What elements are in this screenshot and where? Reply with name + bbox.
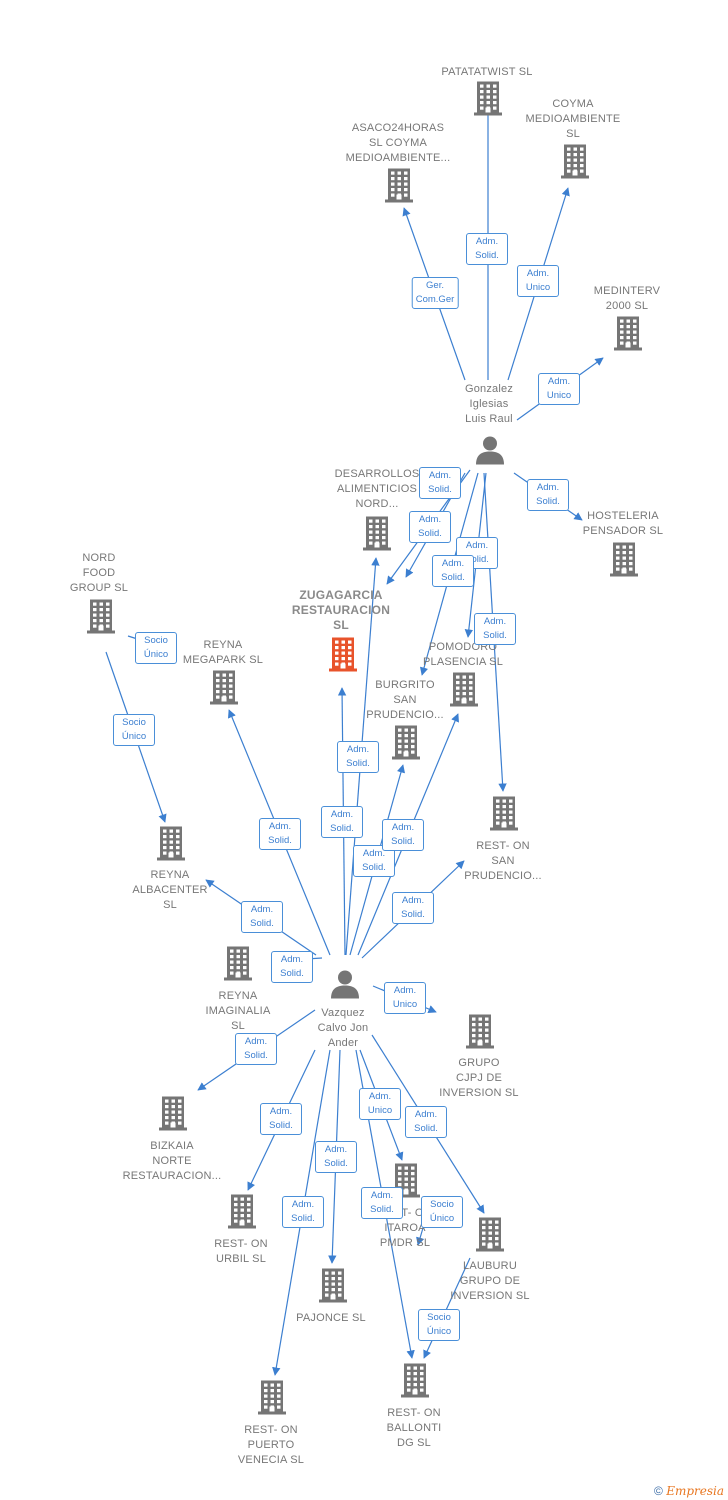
- edge-role-badge[interactable]: Adm. Solid.: [260, 1103, 302, 1135]
- company-label-asaco[interactable]: ASACO24HORAS SL COYMA MEDIOAMBIENTE...: [345, 122, 451, 164]
- building-icon[interactable]: [210, 670, 238, 710]
- building-icon[interactable]: [466, 1014, 494, 1054]
- building-icon[interactable]: [363, 516, 391, 556]
- edge-role-badge[interactable]: Socio Único: [421, 1196, 463, 1228]
- edge-role-badge[interactable]: Adm. Unico: [359, 1088, 401, 1120]
- edge-lauburu-to-restonballonti: [423, 1257, 471, 1359]
- person-icon[interactable]: [475, 435, 505, 470]
- edge-role-badge[interactable]: Adm. Solid.: [382, 819, 424, 851]
- edge-role-badge[interactable]: Ger. Com.Ger: [411, 277, 459, 309]
- brand-logo[interactable]: Empresia: [666, 1484, 724, 1498]
- company-label-coyma[interactable]: COYMA MEDIOAMBIENTE SL: [525, 98, 621, 140]
- company-label-desarrollos[interactable]: DESARROLLOS ALIMENTICIOS NORD...: [334, 468, 420, 510]
- company-label-burgrito[interactable]: BURGRITO SAN PRUDENCIO...: [366, 679, 444, 721]
- person-label-gonzalez[interactable]: Gonzalez Iglesias Luis Raul: [464, 383, 514, 425]
- building-icon[interactable]: [401, 1363, 429, 1403]
- company-label-reynaalbacenter[interactable]: REYNA ALBACENTER SL: [132, 869, 208, 911]
- building-icon[interactable]: [450, 672, 478, 712]
- edge-role-badge[interactable]: Adm. Unico: [384, 982, 426, 1014]
- edge-role-badge[interactable]: Adm. Solid.: [474, 613, 516, 645]
- building-icon[interactable]: [474, 81, 502, 121]
- edge-role-badge[interactable]: Socio Único: [418, 1309, 460, 1341]
- copyright-symbol: ©: [654, 1484, 663, 1498]
- edge-role-badge[interactable]: Adm. Solid.: [241, 901, 283, 933]
- building-icon[interactable]: [329, 637, 357, 677]
- building-icon[interactable]: [561, 144, 589, 184]
- company-label-hosteleria[interactable]: HOSTELERIA PENSADOR SL: [582, 510, 664, 537]
- company-label-restonsan[interactable]: REST- ON SAN PRUDENCIO...: [464, 840, 542, 882]
- building-icon[interactable]: [159, 1096, 187, 1136]
- edge-role-badge[interactable]: Socio Único: [113, 714, 155, 746]
- building-icon[interactable]: [490, 796, 518, 836]
- building-icon[interactable]: [224, 946, 252, 986]
- edge-role-badge[interactable]: Adm. Solid.: [353, 845, 395, 877]
- company-label-reynaimaginalia[interactable]: REYNA IMAGINALIA SL: [205, 990, 271, 1032]
- edge-role-badge[interactable]: Adm. Solid.: [259, 818, 301, 850]
- building-icon[interactable]: [476, 1217, 504, 1257]
- edge-role-badge[interactable]: Adm. Unico: [538, 373, 580, 405]
- building-icon[interactable]: [610, 542, 638, 582]
- building-icon[interactable]: [319, 1268, 347, 1308]
- edge-role-badge[interactable]: Adm. Solid.: [321, 806, 363, 838]
- building-icon[interactable]: [228, 1194, 256, 1234]
- company-label-restonballonti[interactable]: REST- ON BALLONTI DG SL: [386, 1407, 442, 1449]
- edge-role-badge[interactable]: Adm. Solid.: [282, 1196, 324, 1228]
- company-label-bizkaia[interactable]: BIZKAIA NORTE RESTAURACION...: [122, 1140, 222, 1182]
- edge-role-badge[interactable]: Adm. Solid.: [527, 479, 569, 511]
- edge-role-badge[interactable]: Adm. Solid.: [337, 741, 379, 773]
- person-icon[interactable]: [330, 969, 360, 1004]
- edge-role-badge[interactable]: Adm. Solid.: [419, 467, 461, 499]
- edge-role-badge[interactable]: Adm. Unico: [517, 265, 559, 297]
- edge-role-badge[interactable]: Adm. Solid.: [235, 1033, 277, 1065]
- company-label-restonpuerto[interactable]: REST- ON PUERTO VENECIA SL: [237, 1424, 305, 1466]
- company-label-medinterv[interactable]: MEDINTERV 2000 SL: [593, 285, 661, 312]
- edge-role-badge[interactable]: Adm. Solid.: [271, 951, 313, 983]
- person-label-vazquez[interactable]: Vazquez Calvo Jon Ander: [317, 1007, 369, 1049]
- edge-role-badge[interactable]: Socio Único: [135, 632, 177, 664]
- edge-role-badge[interactable]: Adm. Solid.: [466, 233, 508, 265]
- edge-role-badge[interactable]: Adm. Solid.: [405, 1106, 447, 1138]
- copyright-footer: © Empresia: [654, 1484, 724, 1498]
- edge-role-badge[interactable]: Adm. Solid.: [315, 1141, 357, 1173]
- edge-role-badge[interactable]: Adm. Solid.: [392, 892, 434, 924]
- company-label-pajonce[interactable]: PAJONCE SL: [296, 1312, 366, 1324]
- building-icon[interactable]: [385, 168, 413, 208]
- company-label-lauburu[interactable]: LAUBURU GRUPO DE INVERSION SL: [450, 1260, 530, 1302]
- edge-role-badge[interactable]: Adm. Solid.: [432, 555, 474, 587]
- building-icon[interactable]: [87, 599, 115, 639]
- company-label-grupocjpj[interactable]: GRUPO CJPJ DE INVERSION SL: [439, 1057, 519, 1099]
- building-icon[interactable]: [614, 316, 642, 356]
- building-icon[interactable]: [392, 1163, 420, 1203]
- company-label-reynamegapark[interactable]: REYNA MEGAPARK SL: [182, 639, 264, 666]
- building-icon[interactable]: [157, 826, 185, 866]
- building-icon[interactable]: [392, 725, 420, 765]
- building-icon[interactable]: [258, 1380, 286, 1420]
- company-label-zugagarcia[interactable]: ZUGAGARCIA RESTAURACION SL: [291, 588, 391, 632]
- company-label-restonurbil[interactable]: REST- ON URBIL SL: [214, 1238, 268, 1265]
- company-label-nordfood[interactable]: NORD FOOD GROUP SL: [69, 552, 129, 594]
- edge-role-badge[interactable]: Adm. Solid.: [409, 511, 451, 543]
- company-label-patatatwist[interactable]: PATATATWIST SL: [441, 66, 533, 78]
- edge-role-badge[interactable]: Adm. Solid.: [361, 1187, 403, 1219]
